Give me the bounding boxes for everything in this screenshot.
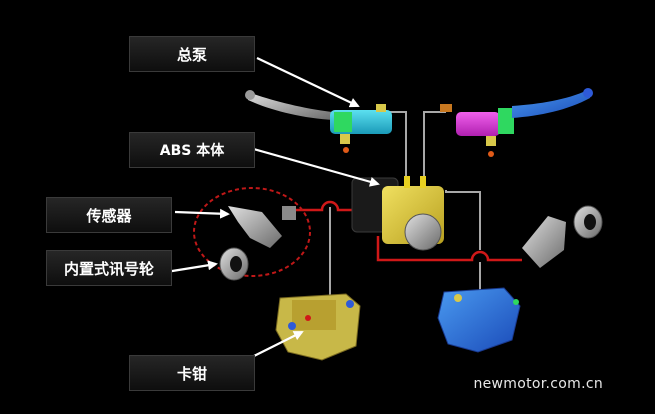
caliper-front-icon <box>275 293 361 361</box>
arrow-abs-unit <box>249 146 380 187</box>
label-tone-ring: 内置式讯号轮 <box>46 250 172 286</box>
arrow-caliper <box>253 331 304 357</box>
arrow-sensor <box>174 208 230 219</box>
rear-sensor-icon <box>522 216 566 268</box>
label-caliper: 卡钳 <box>129 355 255 391</box>
watermark: newmotor.com.cn <box>473 376 603 392</box>
lever-left-icon <box>245 90 392 153</box>
caliper-rear-icon <box>437 287 521 353</box>
tone-ring-icon <box>219 247 249 281</box>
lever-right-icon <box>440 88 593 157</box>
sensor-highlight-circle <box>193 187 311 277</box>
sensor-icon <box>228 206 296 248</box>
abs-unit-icon <box>351 176 444 251</box>
callout-arrows <box>165 57 380 357</box>
label-master-cylinder: 总泵 <box>129 36 255 72</box>
rear-tone-ring-icon <box>573 205 603 239</box>
arrow-master-cylinder <box>256 57 360 108</box>
red-lines <box>290 200 522 262</box>
gray-lines <box>329 111 481 310</box>
label-sensor: 传感器 <box>46 197 172 233</box>
arrow-tone-ring <box>165 260 218 274</box>
label-abs-unit: ABS 本体 <box>129 132 255 168</box>
